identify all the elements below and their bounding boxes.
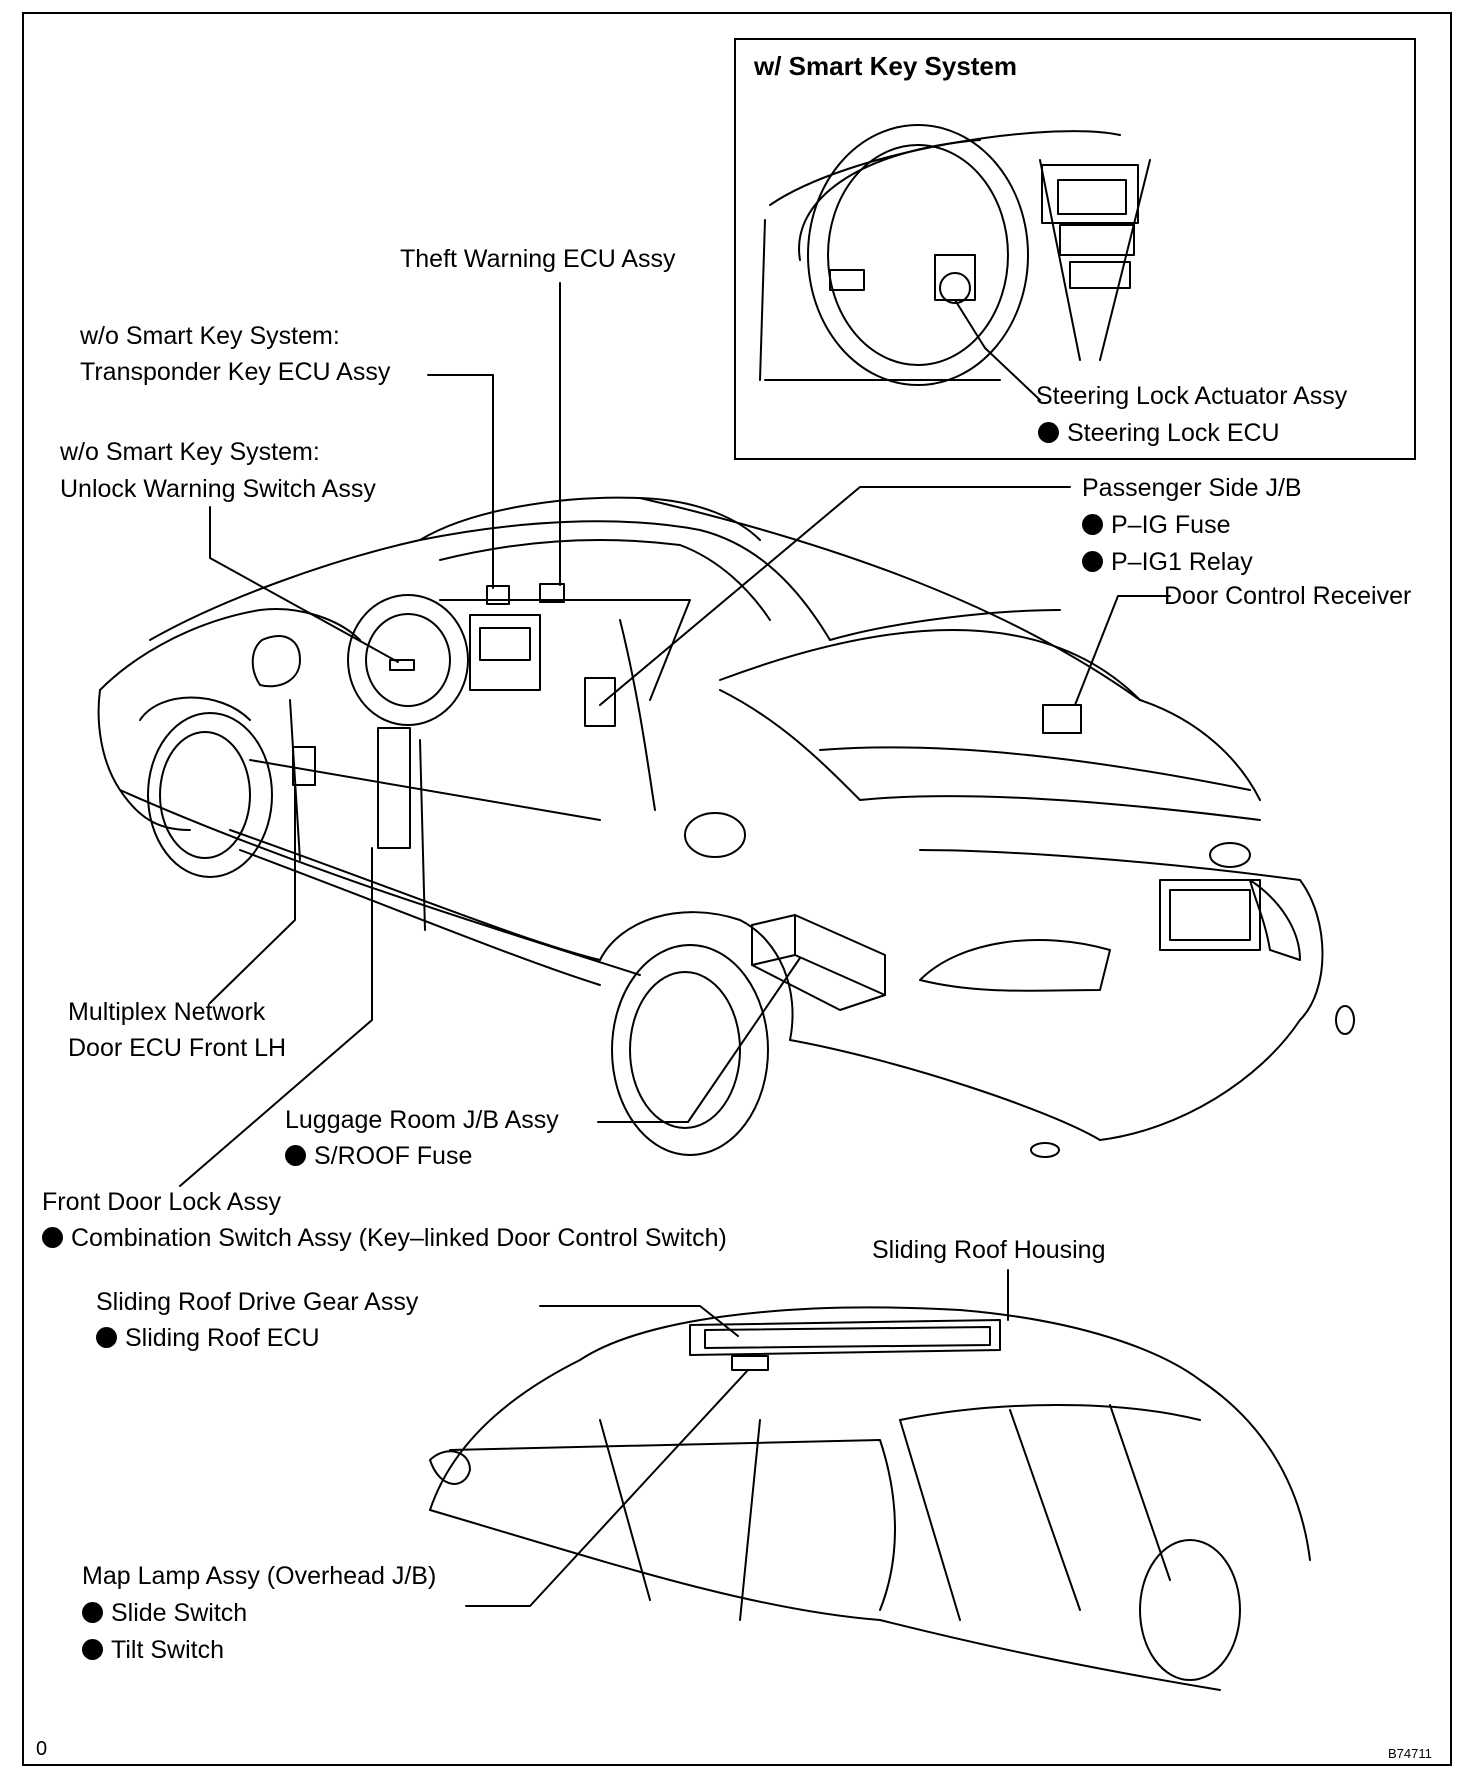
bullet-icon — [82, 1602, 103, 1623]
bullet-icon — [42, 1227, 63, 1248]
label-unlock-line1: w/o Smart Key System: — [60, 438, 320, 466]
label-passenger-jb: Passenger Side J/B — [1082, 474, 1302, 502]
label-text: Sliding Roof ECU — [125, 1324, 320, 1352]
label-transponder-line1: w/o Smart Key System: — [80, 322, 340, 350]
label-text: Tilt Switch — [111, 1636, 224, 1664]
label-text: P–IG1 Relay — [1111, 548, 1253, 576]
label-front-door-lock: Front Door Lock Assy — [42, 1188, 281, 1216]
page-marker: 0 — [36, 1738, 48, 1760]
label-text: P–IG Fuse — [1111, 511, 1231, 539]
diagram-frame — [22, 12, 1452, 1766]
bullet-icon — [1082, 514, 1103, 535]
label-map-lamp: Map Lamp Assy (Overhead J/B) — [82, 1562, 437, 1590]
label-multiplex-line2: Door ECU Front LH — [68, 1034, 287, 1062]
main-car — [97, 496, 1355, 1158]
label-text: S/ROOF Fuse — [314, 1142, 473, 1170]
label-combination-switch: Combination Switch Assy (Key–linked Door… — [42, 1220, 727, 1256]
label-text: Steering Lock ECU — [1067, 419, 1280, 447]
label-pig1-relay: P–IG1 Relay — [1082, 544, 1253, 580]
label-pig-fuse: P–IG Fuse — [1082, 507, 1231, 543]
bullet-icon — [1038, 422, 1059, 443]
label-luggage-jb: Luggage Room J/B Assy — [285, 1106, 559, 1134]
sunroof-car — [429, 1306, 1311, 1691]
label-unlock-line2: Unlock Warning Switch Assy — [60, 475, 376, 503]
label-transponder-line2: Transponder Key ECU Assy — [80, 358, 391, 386]
label-door-control-receiver: Door Control Receiver — [1164, 582, 1412, 610]
smart-key-inset: w/ Smart Key System — [734, 38, 1416, 460]
label-sliding-roof-gear: Sliding Roof Drive Gear Assy — [96, 1288, 419, 1316]
label-slide-switch: Slide Switch — [82, 1595, 247, 1631]
label-text: Slide Switch — [111, 1599, 248, 1627]
bullet-icon — [96, 1327, 117, 1348]
components — [292, 583, 1082, 1011]
inset-dashboard — [759, 124, 1151, 386]
bullet-icon — [82, 1639, 103, 1660]
label-steering-lock-ecu: Steering Lock ECU — [1038, 415, 1280, 451]
label-text: Combination Switch Assy (Key–linked Door… — [71, 1224, 727, 1252]
label-multiplex-line1: Multiplex Network — [68, 998, 266, 1026]
bullet-icon — [285, 1145, 306, 1166]
label-steering-lock-actuator: Steering Lock Actuator Assy — [1036, 382, 1348, 410]
label-sroof-fuse: S/ROOF Fuse — [285, 1138, 472, 1174]
figure-code: B74711 — [1388, 1746, 1432, 1761]
bullet-icon — [1082, 551, 1103, 572]
label-theft-warning-ecu: Theft Warning ECU Assy — [400, 245, 676, 273]
leader-lines — [179, 282, 1161, 1607]
label-sliding-roof-housing: Sliding Roof Housing — [872, 1236, 1106, 1264]
inset-title: w/ Smart Key System — [754, 51, 1018, 81]
label-tilt-switch: Tilt Switch — [82, 1632, 224, 1668]
label-sliding-roof-ecu: Sliding Roof ECU — [96, 1320, 320, 1356]
